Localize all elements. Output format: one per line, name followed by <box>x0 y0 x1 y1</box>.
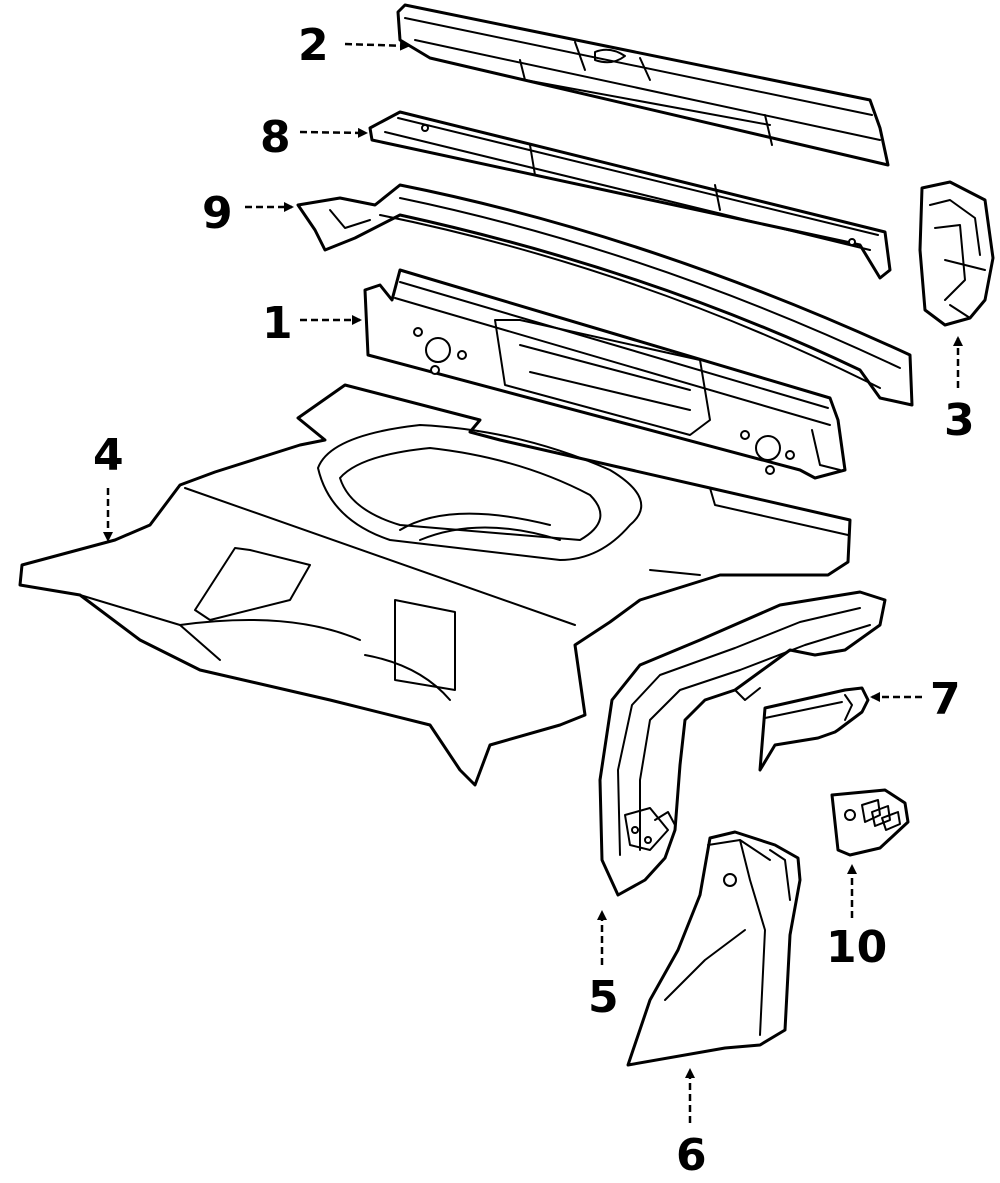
part-8-rail <box>368 110 892 280</box>
part-6-extension <box>626 830 802 1067</box>
callout-3: 3 <box>944 395 975 446</box>
callout-2: 2 <box>298 20 329 71</box>
part-10-plate <box>830 788 910 857</box>
callout-10: 10 <box>826 922 887 973</box>
leader-8 <box>299 127 368 138</box>
callout-9: 9 <box>202 188 233 239</box>
part-7-bracket <box>758 686 870 772</box>
callout-7: 7 <box>930 674 961 725</box>
callout-4: 4 <box>93 430 124 481</box>
callout-5: 5 <box>588 972 619 1023</box>
part-9-arched-panel <box>296 183 914 407</box>
part-1-rear-panel <box>363 268 847 480</box>
part-5-wheelhouse <box>598 590 887 897</box>
callout-8: 8 <box>260 112 291 163</box>
callout-6: 6 <box>676 1130 707 1181</box>
part-3-bracket <box>918 180 995 327</box>
callout-1: 1 <box>262 298 293 349</box>
part-4-floor-pan <box>18 383 852 787</box>
leader-2 <box>344 40 410 51</box>
